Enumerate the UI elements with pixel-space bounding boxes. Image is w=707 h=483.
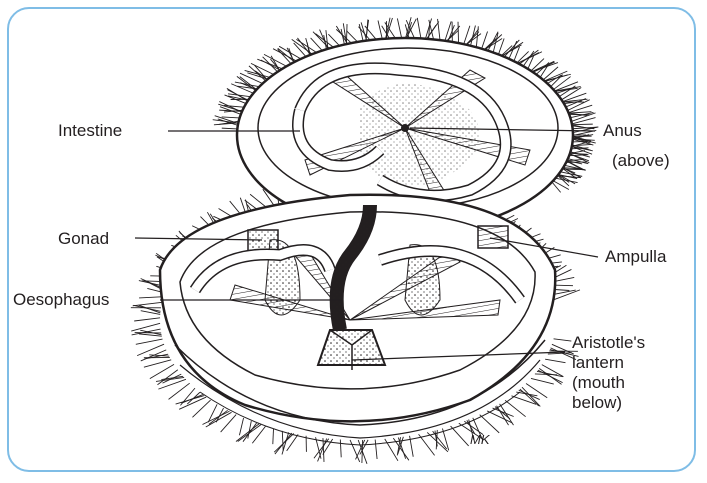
label-intestine: Intestine	[58, 121, 122, 141]
label-lantern-4: below)	[572, 393, 622, 413]
label-lantern-1: Aristotle's	[572, 333, 645, 353]
label-ampulla: Ampulla	[605, 247, 666, 267]
label-gonad: Gonad	[58, 229, 109, 249]
label-anus-note: (above)	[612, 151, 670, 171]
label-lantern-3: (mouth	[572, 373, 625, 393]
label-oesophagus: Oesophagus	[13, 290, 109, 310]
artist-signature: MK	[470, 430, 490, 450]
label-anus: Anus	[603, 121, 642, 141]
label-lantern-2: lantern	[572, 353, 624, 373]
